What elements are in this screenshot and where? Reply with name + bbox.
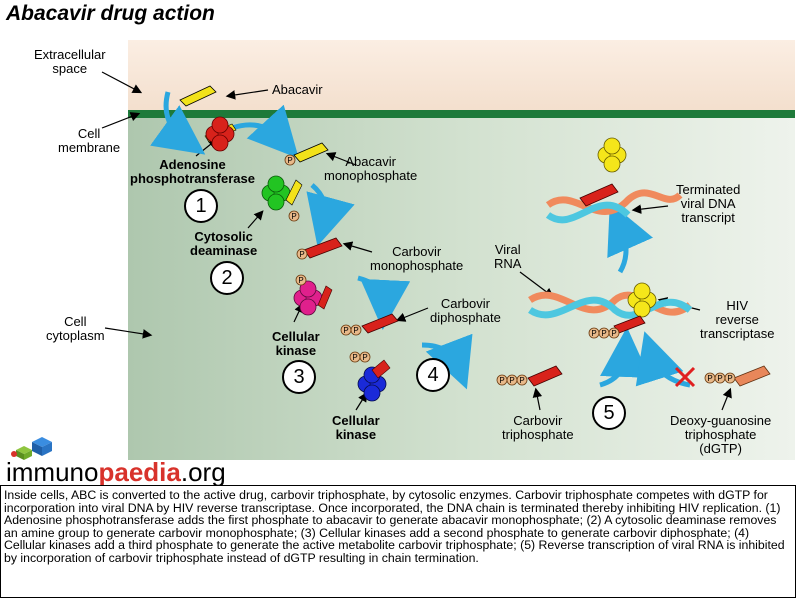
abacavir-monophosphate-molecule: [293, 142, 329, 163]
flow-arrow-entry: [150, 91, 206, 155]
released-rt-enzyme: [597, 137, 627, 173]
phosphate-circle: [608, 327, 620, 339]
logo-prefix: immuno: [6, 457, 99, 487]
pointer-abacavir: [225, 89, 269, 100]
label-dgtp: Deoxy-guanosine triphosphate (dGTP): [670, 413, 772, 456]
phosphate-label: P: [727, 374, 732, 383]
label-cell-cytoplasm: Cell cytoplasm: [46, 314, 105, 343]
label-hiv-rt: HIV reverse transcriptase: [700, 298, 775, 341]
viral-rna-helix: [528, 291, 693, 319]
phosphate-label: P: [601, 329, 606, 338]
logo-cubes: [8, 434, 68, 465]
flow-arrow-2: [306, 183, 355, 247]
phosphate-circle: [350, 324, 362, 336]
phosphate-label: P: [352, 353, 357, 362]
caption-text: Inside cells, ABC is converted to the ac…: [0, 485, 796, 598]
terminated-dna-helix: [545, 183, 683, 224]
label-cellular-kinase-1: Cellular kinase: [272, 329, 320, 358]
phosphate-label: P: [707, 374, 712, 383]
step-4-badge: 4: [416, 358, 450, 392]
logo-suffix: .org: [180, 457, 226, 487]
pointer-carbovir-tp: [532, 387, 543, 411]
pointer-extracellular: [101, 71, 143, 94]
pointer-kinase-2: [355, 391, 368, 411]
flow-arrow-3: [357, 275, 411, 330]
page-title: Abacavir drug action: [6, 2, 215, 25]
phosphate-label: P: [298, 276, 303, 285]
phosphate-label: P: [287, 156, 292, 165]
pointer-abacavir-mp: [325, 152, 357, 166]
cytosolic-deaminase-enzyme: [261, 175, 303, 211]
pointer-membrane: [101, 112, 141, 129]
abacavir-molecule: [179, 85, 217, 107]
label-carbovir-tp: Carbovir triphosphate: [502, 413, 574, 442]
label-abacavir-mp: Abacavir monophosphate: [324, 154, 418, 183]
label-extracellular: Extracellular space: [34, 47, 106, 76]
label-cell-membrane: Cell membrane: [58, 126, 121, 155]
step-2-badge: 2: [210, 261, 244, 295]
phosphate-label: P: [509, 376, 514, 385]
label-viral-rna: Viral RNA: [494, 242, 522, 271]
phosphate-label: P: [353, 326, 358, 335]
label-abacavir: Abacavir: [272, 82, 323, 97]
blocked-cross-icon: [674, 366, 696, 388]
flow-arrow-5b: [635, 331, 691, 388]
phosphate-circle: [288, 210, 300, 222]
pointer-cytoplasm: [104, 327, 153, 339]
extracellular-region: [128, 40, 795, 112]
logo-text: immunopaedia.org: [6, 457, 226, 488]
phosphate-label: P: [343, 326, 348, 335]
label-cellular-kinase-2: Cellular kinase: [332, 413, 380, 442]
label-adenosine-pt: Adenosine phosphotransferase: [130, 157, 255, 186]
phosphate-circle: [284, 154, 296, 166]
adenosine-phosphotransferase-enzyme: [204, 116, 237, 152]
label-carbovir-dp: Carbovir diphosphate: [430, 296, 501, 325]
label-terminated: Terminated viral DNA transcript: [676, 182, 741, 225]
cellular-kinase-1-enzyme: [293, 280, 333, 316]
carbovir-triphosphate-molecule: [527, 365, 563, 387]
phosphate-circle: [296, 248, 308, 260]
step-3-badge: 3: [282, 360, 316, 394]
hiv-reverse-transcriptase-enzyme: [627, 282, 657, 318]
flow-arrow-5a: [599, 327, 651, 388]
phosphate-circle: [516, 374, 528, 386]
flow-arrow-4: [421, 333, 473, 390]
phosphate-circle: [295, 274, 307, 286]
step-5-badge: 5: [592, 396, 626, 430]
phosphate-label: P: [299, 250, 304, 259]
phosphate-label: P: [519, 376, 524, 385]
phosphate-label: P: [611, 329, 616, 338]
phosphate-label: P: [717, 374, 722, 383]
flow-arrow-up: [607, 202, 653, 274]
phosphate-label: P: [499, 376, 504, 385]
dgtp-molecule: [733, 365, 771, 387]
pointer-deaminase: [247, 210, 264, 229]
cell-membrane: [128, 110, 795, 118]
pointer-dgtp: [721, 387, 732, 411]
cellular-kinase-2-enzyme: [357, 359, 391, 402]
step-1-badge: 1: [184, 189, 218, 223]
label-carbovir-mp: Carbovir monophosphate: [370, 244, 464, 273]
flow-arrow-1: [231, 104, 299, 159]
logo-highlight: paedia: [98, 457, 181, 487]
label-cytosolic-deaminase: Cytosolic deaminase: [190, 229, 258, 258]
phosphate-label: P: [362, 353, 367, 362]
carbovir-diphosphate-molecule: [361, 313, 399, 334]
phosphate-circle: [724, 372, 736, 384]
phosphate-circle: [359, 351, 371, 363]
phosphate-label: P: [291, 212, 296, 221]
carbovir-monophosphate-molecule: [303, 237, 343, 259]
phosphate-label: P: [591, 329, 596, 338]
